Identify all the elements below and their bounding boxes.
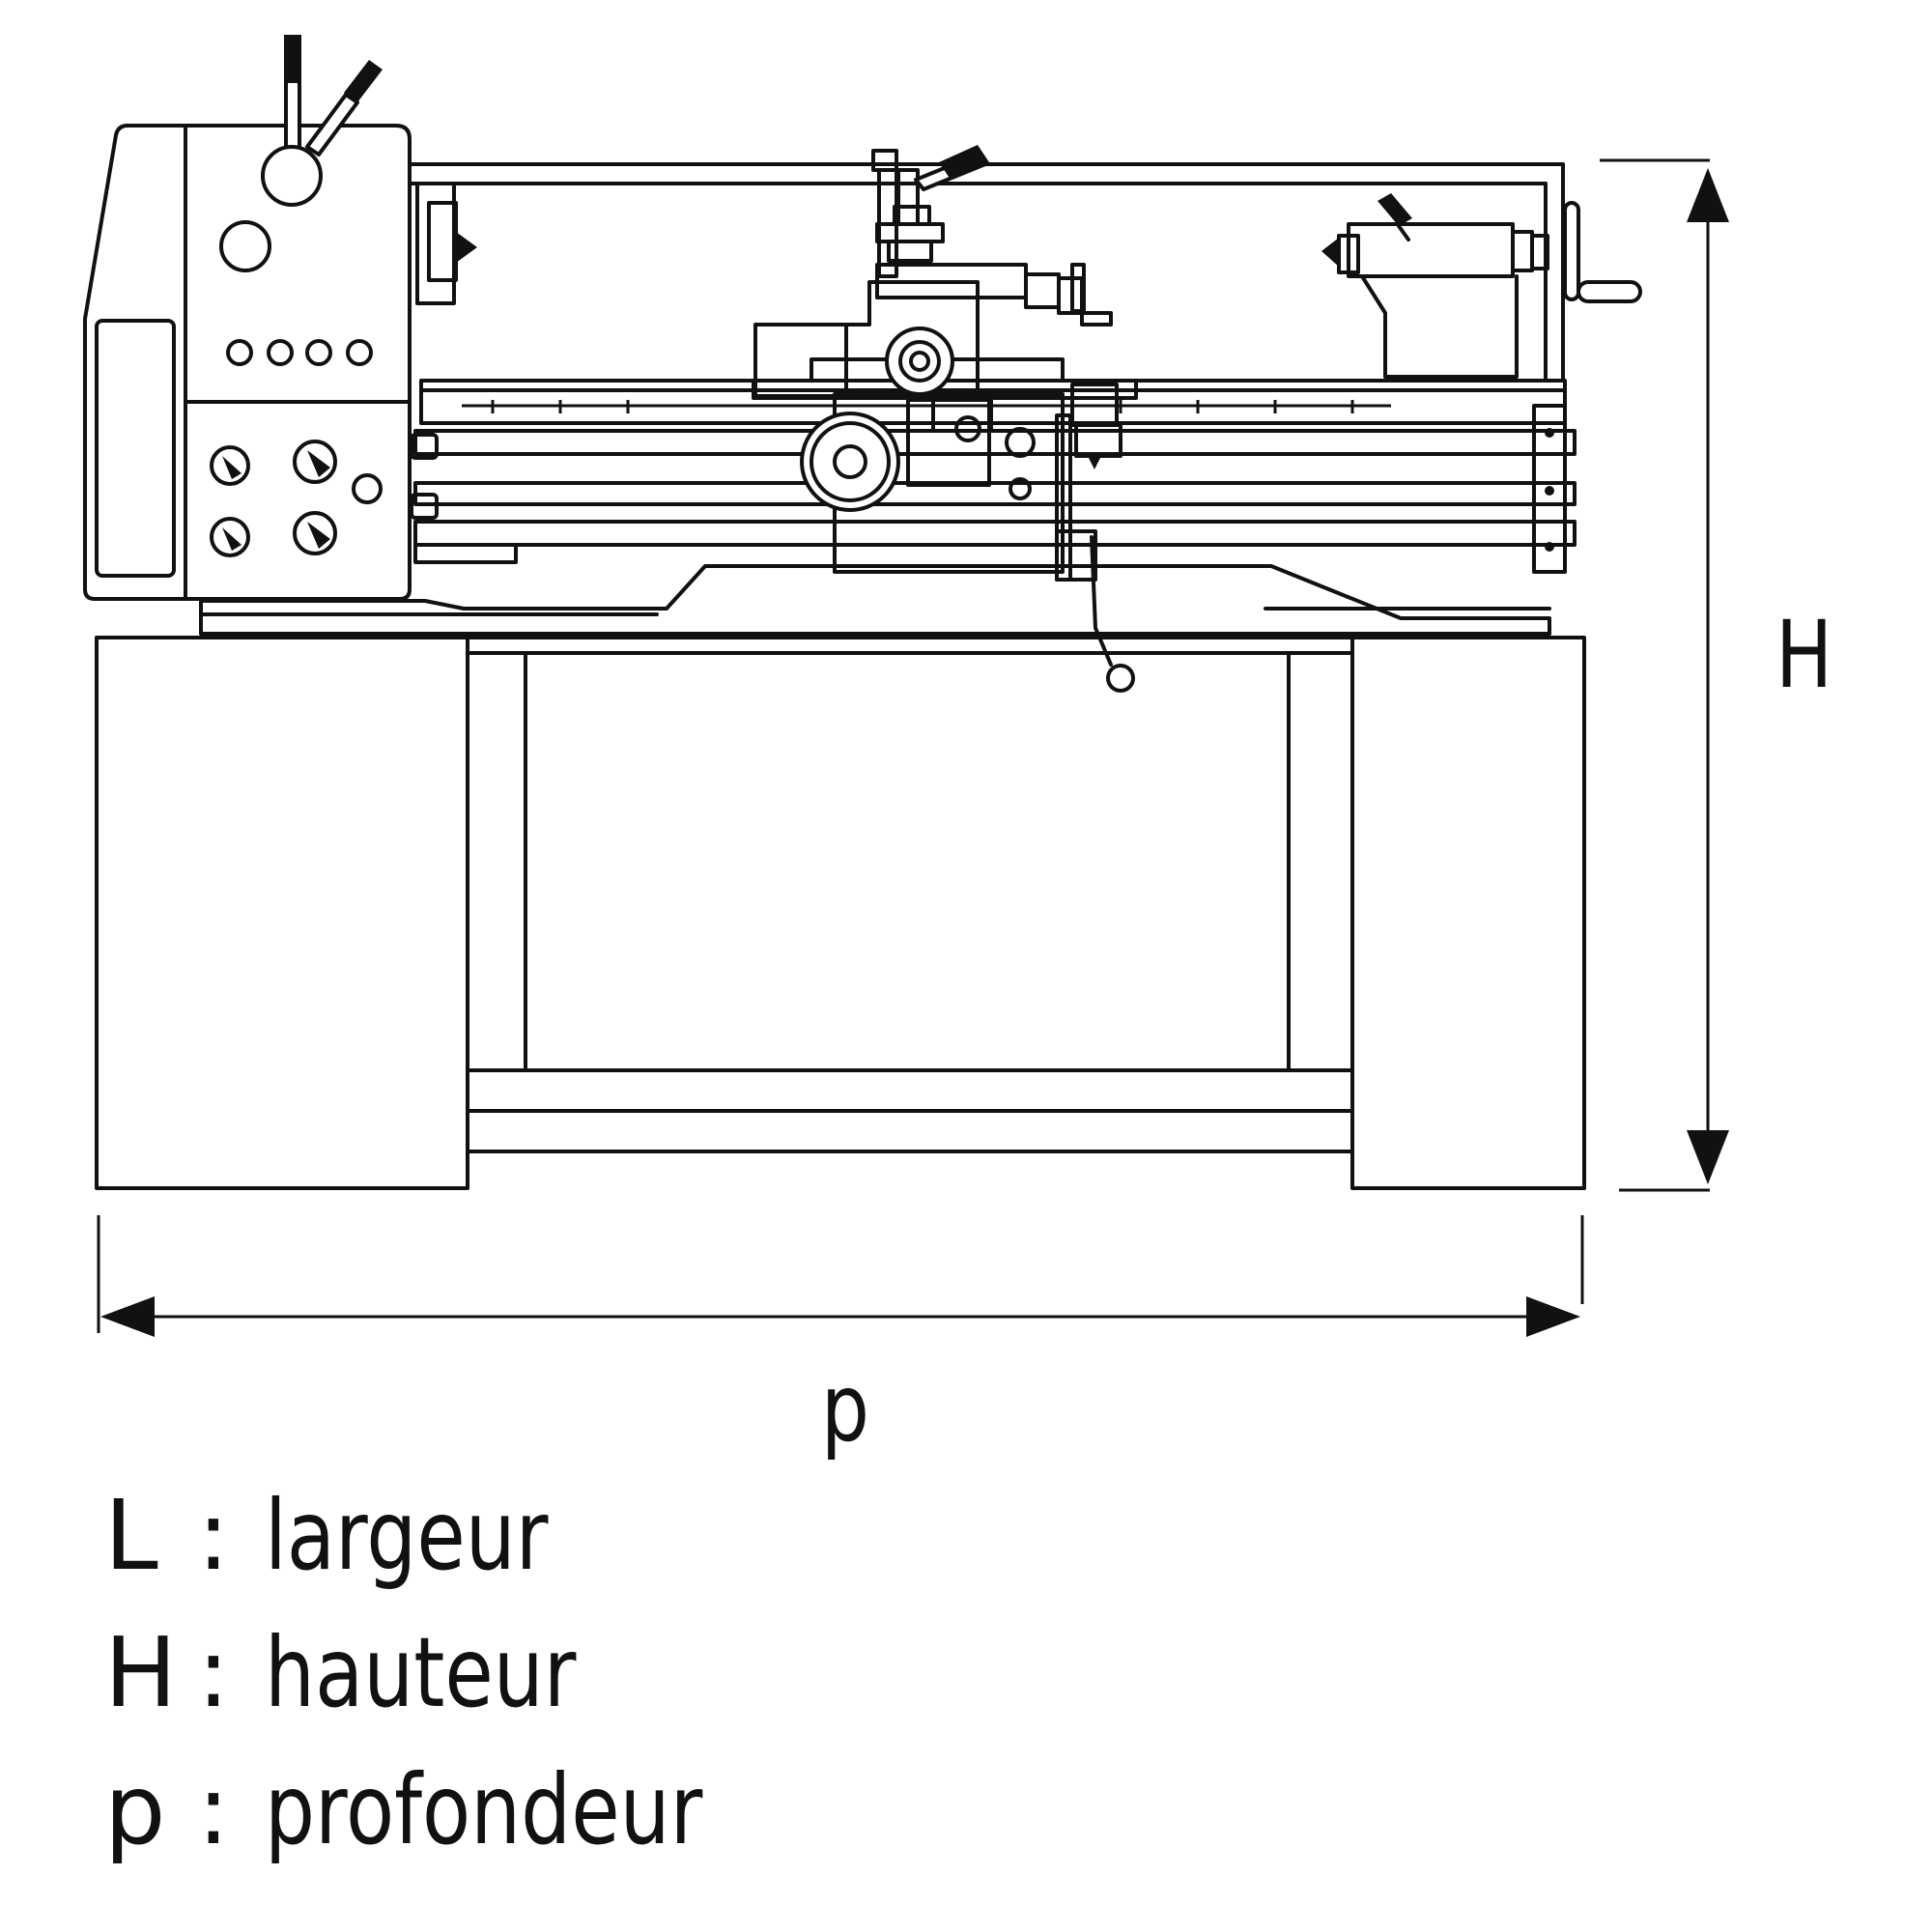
left-cabinet xyxy=(95,636,469,1190)
height-label: H xyxy=(1776,601,1833,709)
legend-key: L xyxy=(104,1479,158,1592)
chip-tray xyxy=(524,651,1291,1072)
center-point-icon xyxy=(456,232,477,263)
lever-icon xyxy=(939,145,989,180)
selector-knob-icon xyxy=(210,445,250,486)
lathe-stand xyxy=(95,636,1586,1190)
headstock xyxy=(83,35,477,601)
selector-knob-icon xyxy=(210,517,250,557)
selector-knob-icon xyxy=(293,511,337,555)
arrow-up-icon xyxy=(1687,168,1729,222)
arrow-right-icon xyxy=(1526,1296,1580,1337)
arrow-left-icon xyxy=(100,1296,155,1337)
legend-separator: : xyxy=(197,1479,230,1592)
legend-text: profondeur xyxy=(265,1753,703,1866)
lever-icon xyxy=(1378,193,1412,226)
legend-key: p xyxy=(104,1753,166,1866)
lever-icon xyxy=(284,35,301,83)
arrow-down-icon xyxy=(1687,1130,1729,1184)
center-point-icon xyxy=(1321,238,1339,267)
handwheel-icon xyxy=(800,412,900,512)
depth-dimension xyxy=(97,1215,1584,1337)
selector-knob-icon xyxy=(293,440,337,484)
lever-icon xyxy=(344,60,383,102)
legend-text: hauteur xyxy=(265,1616,577,1729)
height-dimension xyxy=(1600,158,1729,1192)
legend-separator: : xyxy=(197,1753,230,1866)
legend-key: H xyxy=(104,1616,178,1729)
handwheel-icon xyxy=(885,327,954,396)
depth-label: p xyxy=(821,1354,869,1463)
right-cabinet xyxy=(1350,636,1586,1190)
carriage xyxy=(752,145,1138,693)
bed-scale-ticks xyxy=(491,400,1354,413)
legend-text: largeur xyxy=(265,1479,549,1592)
tailstock xyxy=(1321,193,1642,379)
legend-separator: : xyxy=(197,1616,230,1729)
dial-circle xyxy=(261,145,323,207)
dial-circle xyxy=(219,220,271,272)
